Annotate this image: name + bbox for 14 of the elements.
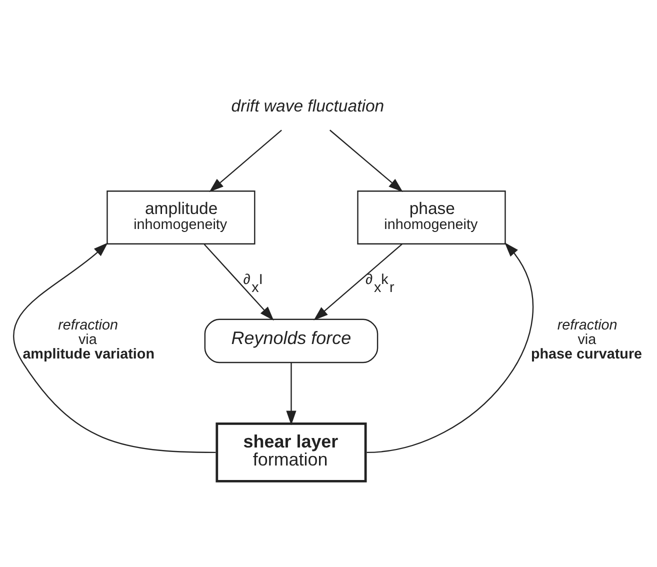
node-box: shear layer formation xyxy=(216,422,367,482)
node-box: Reynolds force xyxy=(204,318,378,363)
edge-label: refraction via phase curvature xyxy=(530,317,642,362)
arrow xyxy=(330,129,403,192)
edge-label: refraction via amplitude variation xyxy=(22,317,154,362)
arrow xyxy=(209,129,282,192)
arrow xyxy=(314,243,402,320)
node-box: amplitude inhomogeneity xyxy=(106,190,256,244)
node-box: phase inhomogeneity xyxy=(357,190,506,244)
arrow xyxy=(13,242,216,453)
arrow xyxy=(204,243,274,320)
node-text: drift wave fluctuation xyxy=(231,96,384,116)
arrow xyxy=(366,242,534,453)
arrow xyxy=(286,362,296,425)
